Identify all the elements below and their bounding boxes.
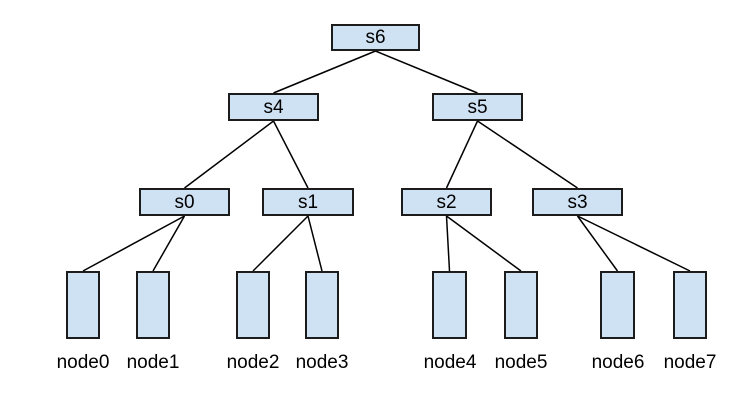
node-s2: s2 (401, 188, 492, 216)
node-s3: s3 (532, 188, 623, 216)
node-node1 (136, 271, 170, 339)
node-s4: s4 (228, 93, 319, 121)
node-node6 (600, 271, 635, 339)
node-node0 (66, 271, 100, 339)
leaf-label-node5: node5 (494, 352, 548, 373)
node-s1-label: s1 (297, 191, 319, 213)
node-s2-label: s2 (436, 191, 457, 213)
node-s6: s6 (331, 24, 420, 51)
node-s5: s5 (432, 93, 523, 121)
node-node2 (236, 271, 270, 339)
node-node5 (504, 271, 538, 339)
node-s0: s0 (139, 188, 230, 216)
leaf-label-node4: node4 (423, 352, 477, 373)
leaf-label-node0: node0 (56, 352, 110, 373)
leaf-label-node7: node7 (663, 352, 717, 373)
node-s6-label: s6 (365, 27, 386, 48)
leaf-label-node6: node6 (591, 352, 645, 373)
leaf-label-node1: node1 (126, 352, 180, 373)
node-node7 (673, 271, 707, 339)
node-s4-label: s4 (263, 96, 284, 118)
leaf-label-node3: node3 (295, 352, 349, 373)
leaf-label-node2: node2 (226, 352, 280, 373)
node-s1: s1 (262, 188, 354, 216)
node-s0-label: s0 (174, 191, 195, 213)
node-node3 (305, 271, 339, 339)
node-node4 (432, 271, 467, 339)
node-s3-label: s3 (567, 191, 588, 213)
node-s5-label: s5 (467, 96, 488, 118)
